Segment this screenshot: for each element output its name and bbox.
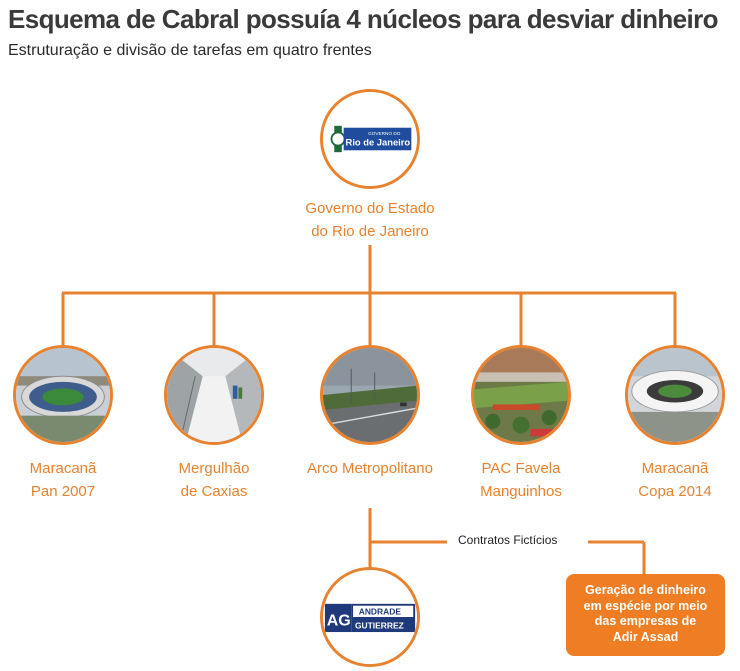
cash-box-line1: Geração de dinheiro xyxy=(585,583,706,597)
maracana-copa-label-line2: Copa 2014 xyxy=(638,483,712,500)
ag-logo-line1: ANDRADE xyxy=(359,607,402,617)
maracana-copa-label: Maracanã Copa 2014 xyxy=(600,457,740,503)
mergulhao-label-line2: de Caxias xyxy=(180,483,248,500)
maracana-copa-label-line1: Maracanã xyxy=(641,460,709,477)
pac-circle xyxy=(471,345,571,445)
maracana-pan-label-line2: Pan 2007 xyxy=(30,483,96,500)
ag-logo-mark: AG xyxy=(327,612,351,629)
maracana-pan-label: Maracanã Pan 2007 xyxy=(0,457,138,503)
favela-park-photo-icon xyxy=(474,348,568,442)
cash-box-line3: das empresas de xyxy=(594,614,697,628)
arco-label: Arco Metropolitano xyxy=(295,457,445,480)
chart-title: Esquema de Cabral possuía 4 núcleos para… xyxy=(8,4,719,34)
mergulhao-label-line1: Mergulhão xyxy=(178,460,250,477)
highway-photo-icon xyxy=(323,348,417,442)
pac-label-line2: Manguinhos xyxy=(480,483,562,500)
mergulhao-label: Mergulhão de Caxias xyxy=(139,457,289,503)
rio-government-label-line2: do Rio de Janeiro xyxy=(311,223,429,240)
maracana-pan-circle xyxy=(13,345,113,445)
pac-label-line1: PAC Favela xyxy=(481,460,561,477)
andrade-gutierrez-circle: AG ANDRADE GUTIERREZ xyxy=(320,567,420,667)
underpass-photo-icon xyxy=(167,348,261,442)
stadium-photo-icon xyxy=(16,348,110,442)
mergulhao-circle xyxy=(164,345,264,445)
chart-subtitle: Estruturação e divisão de tarefas em qua… xyxy=(8,42,372,59)
pac-label: PAC Favela Manguinhos xyxy=(446,457,596,503)
arco-label-line1: Arco Metropolitano xyxy=(307,460,433,477)
rio-logo-small-text: GOVERNO DO xyxy=(368,131,401,136)
cash-box-line2: em espécie por meio xyxy=(583,598,708,613)
stadium-photo-icon xyxy=(628,348,722,442)
rio-government-circle: GOVERNO DO Rio de Janeiro xyxy=(320,89,420,189)
cash-box-line4: Adir Assad xyxy=(612,629,679,644)
contracts-label: Contratos Fictícios xyxy=(452,533,564,547)
andrade-gutierrez-logo: AG ANDRADE GUTIERREZ xyxy=(323,570,417,664)
maracana-copa-circle xyxy=(625,345,725,445)
cash-generation-box: Geração de dinheiro em espécie por meio … xyxy=(566,574,725,656)
arco-circle xyxy=(320,345,420,445)
rio-government-logo: GOVERNO DO Rio de Janeiro xyxy=(323,92,417,186)
rio-logo-big-text: Rio de Janeiro xyxy=(346,137,411,148)
rio-government-label: Governo do Estado do Rio de Janeiro xyxy=(295,197,445,243)
ag-logo-line2: GUTIERREZ xyxy=(355,620,404,630)
rio-government-label-line1: Governo do Estado xyxy=(305,200,435,217)
maracana-pan-label-line1: Maracanã xyxy=(29,460,97,477)
